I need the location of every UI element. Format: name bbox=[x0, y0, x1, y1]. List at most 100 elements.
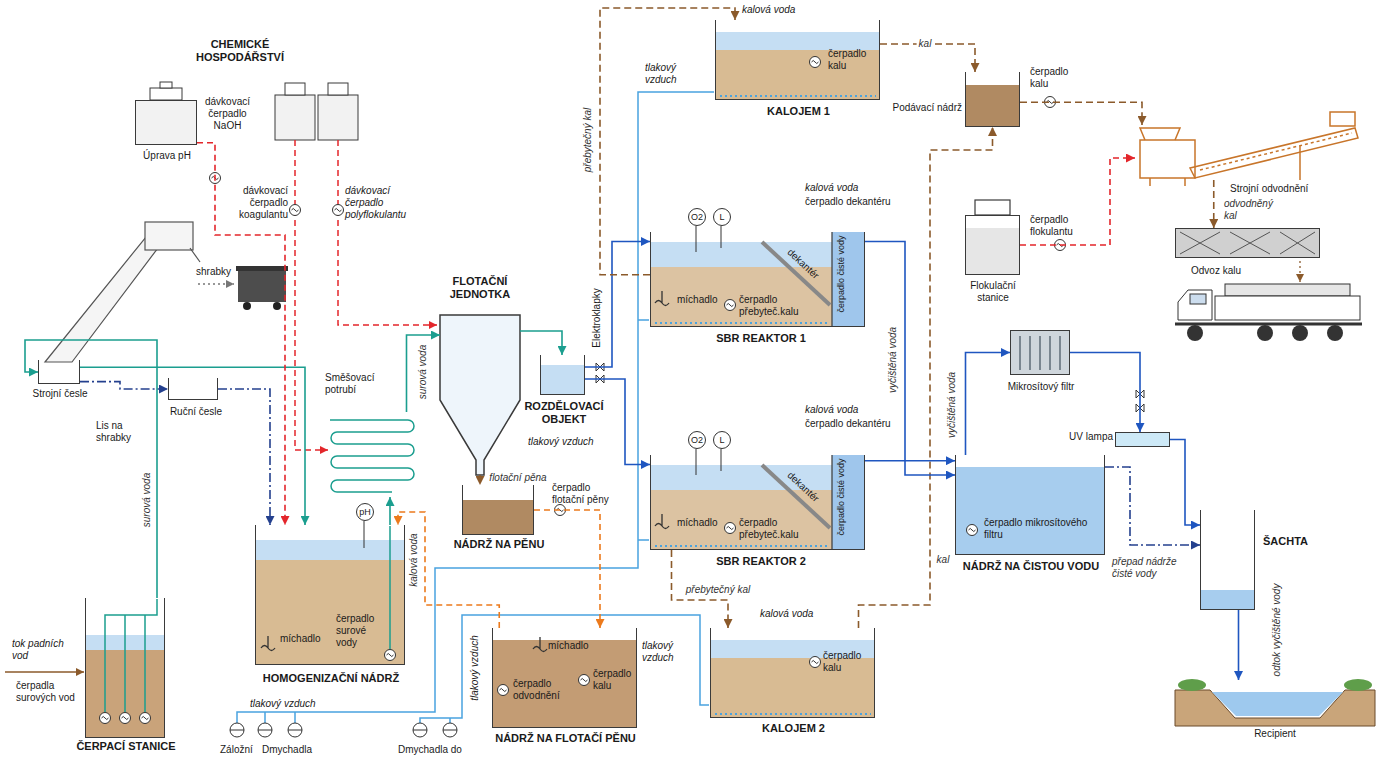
tank-fill bbox=[255, 560, 405, 665]
tank-fill bbox=[1175, 228, 1320, 258]
flow-label: kal bbox=[917, 38, 934, 50]
annotation-label: čerpadlo dekantéru bbox=[805, 196, 891, 208]
tank-box: Ruční česle bbox=[168, 378, 218, 400]
tank-box: KALOJEM 2čerpadlo kalu bbox=[710, 628, 875, 718]
node-text: míchadlo bbox=[677, 294, 723, 306]
tank-fill bbox=[1200, 590, 1255, 610]
tank-fill bbox=[831, 232, 832, 327]
blower bbox=[230, 730, 457, 731]
sludge-pump bbox=[533, 637, 547, 652]
flow-line bbox=[407, 335, 441, 412]
node-text: dekantér bbox=[785, 246, 822, 281]
annotation-label: Dmychadla bbox=[262, 744, 312, 756]
node-text: ČERPACÍ STANICE bbox=[72, 740, 180, 753]
chemical-tank bbox=[275, 95, 315, 140]
tank-fill bbox=[135, 100, 197, 145]
flow-line bbox=[1105, 467, 1200, 545]
homogenization-equipment bbox=[389, 526, 391, 649]
river bbox=[1178, 679, 1206, 691]
node-text: NÁDRŽ NA ČISTOU VODU bbox=[956, 560, 1106, 573]
flow-label: surová voda bbox=[417, 343, 429, 401]
sludge-pump bbox=[810, 57, 821, 68]
flow-line bbox=[534, 510, 600, 628]
flow-line bbox=[389, 497, 391, 525]
chemical-tank bbox=[160, 82, 172, 88]
homogenization-equipment bbox=[364, 521, 365, 548]
sbr-equipment bbox=[696, 449, 697, 475]
flow-line bbox=[1070, 353, 1140, 433]
screen-conveyor bbox=[145, 222, 193, 250]
tank-fill bbox=[715, 32, 880, 50]
node-text: SBR REAKTOR 2 bbox=[691, 555, 831, 568]
screenings-container bbox=[236, 266, 288, 271]
node-text: Flokulační stanice bbox=[958, 280, 1028, 304]
node-text: dekantér bbox=[785, 469, 822, 504]
sludge-pump bbox=[810, 657, 821, 668]
flow-label: surová voda bbox=[141, 471, 153, 529]
tank-box: ČERPACÍ STANICEčerpadla surových vod bbox=[85, 598, 165, 738]
node-text: KALOJEM 1 bbox=[716, 105, 881, 118]
node-text: čerpadlo čisté vody bbox=[836, 235, 847, 312]
node-text: SBR REAKTOR 1 bbox=[691, 332, 831, 345]
river bbox=[1212, 692, 1343, 716]
dewatering-machine bbox=[1190, 128, 1358, 178]
sbr-equipment bbox=[655, 514, 669, 529]
tank-fill bbox=[1180, 232, 1315, 254]
flow-line bbox=[1020, 102, 1142, 125]
node-text: míchadlo bbox=[677, 517, 723, 529]
node-text: čerpadlo kalu bbox=[828, 48, 878, 72]
tank-fill bbox=[492, 640, 637, 728]
diffuser bbox=[720, 95, 876, 97]
inflow-pipe bbox=[5, 671, 84, 673]
node-text: Ruční česle bbox=[163, 406, 229, 418]
raw-water-pumps bbox=[105, 599, 157, 712]
node-text: L bbox=[713, 431, 731, 449]
annotation-label: kalová voda bbox=[760, 608, 813, 620]
tank-box: Mikrosítový filtr bbox=[1010, 330, 1070, 375]
node-text: Strojní česle bbox=[31, 388, 89, 400]
sbr-equipment bbox=[696, 226, 697, 252]
node-text: UV lampa bbox=[1058, 431, 1113, 443]
chemical-tank bbox=[150, 88, 182, 100]
annotation-label: čerpadlo flotační pěny bbox=[552, 482, 624, 506]
screenings-container bbox=[243, 302, 251, 310]
annotation-label: čerpadlo flokulantu bbox=[1030, 214, 1090, 238]
raw-water-pumps bbox=[100, 599, 158, 724]
tank-fill bbox=[832, 232, 865, 327]
screen-conveyor bbox=[45, 232, 170, 362]
flow-line bbox=[585, 242, 650, 368]
flow-line bbox=[966, 353, 1011, 456]
tank-box: ROZDĚLOVACÍ OBJEKT bbox=[540, 355, 585, 395]
node-text: Strojní odvodnění bbox=[1230, 183, 1350, 195]
node-text: NÁDRŽ NA FLOTAČÍ PĚNU bbox=[478, 732, 653, 745]
annotation-label: kalová voda bbox=[805, 182, 858, 194]
sludge-pump bbox=[579, 675, 590, 686]
node-text: čerpadlo přebyteč.kalu bbox=[739, 294, 801, 318]
raw-water-pumps bbox=[100, 713, 111, 724]
flow-line bbox=[80, 367, 305, 525]
tank-box: Úprava pH bbox=[135, 100, 197, 145]
tank-box: SBR REAKTOR 2O2Lmíchadločerpadlo přebyte… bbox=[650, 455, 865, 550]
tank-box: KALOJEM 1čerpadlo kalu bbox=[715, 20, 880, 100]
tank-box: NÁDRŽ NA PĚNU bbox=[462, 485, 534, 535]
flow-label: vyčištěná voda bbox=[887, 325, 899, 395]
annotation-label: kalová voda bbox=[805, 404, 858, 416]
tank-box: Flokulační stanice bbox=[965, 215, 1020, 275]
flow-line bbox=[1213, 180, 1215, 228]
air-line bbox=[237, 92, 714, 723]
truck bbox=[1257, 325, 1273, 341]
homogenization-equipment bbox=[385, 650, 396, 661]
flow-line bbox=[80, 382, 168, 389]
valve bbox=[596, 363, 1144, 412]
truck bbox=[1190, 294, 1206, 304]
annotation-label: čerpadlo kalu bbox=[1030, 66, 1080, 90]
raw-water-pumps bbox=[140, 713, 151, 724]
node-text: pH bbox=[356, 503, 374, 521]
node-text: čerpadlo odvodnění bbox=[513, 678, 575, 702]
dosing-line bbox=[295, 140, 328, 450]
annotation-label: tok padních vod bbox=[12, 638, 82, 662]
node-text: čerpadlo kalu bbox=[593, 668, 638, 692]
flow-label: přepad nádrže čisté vody bbox=[1110, 556, 1194, 580]
annotation-label: tlakový vzduch bbox=[250, 698, 316, 710]
annotation-label: dávkovací čerpadlo koagulantu bbox=[232, 185, 288, 221]
